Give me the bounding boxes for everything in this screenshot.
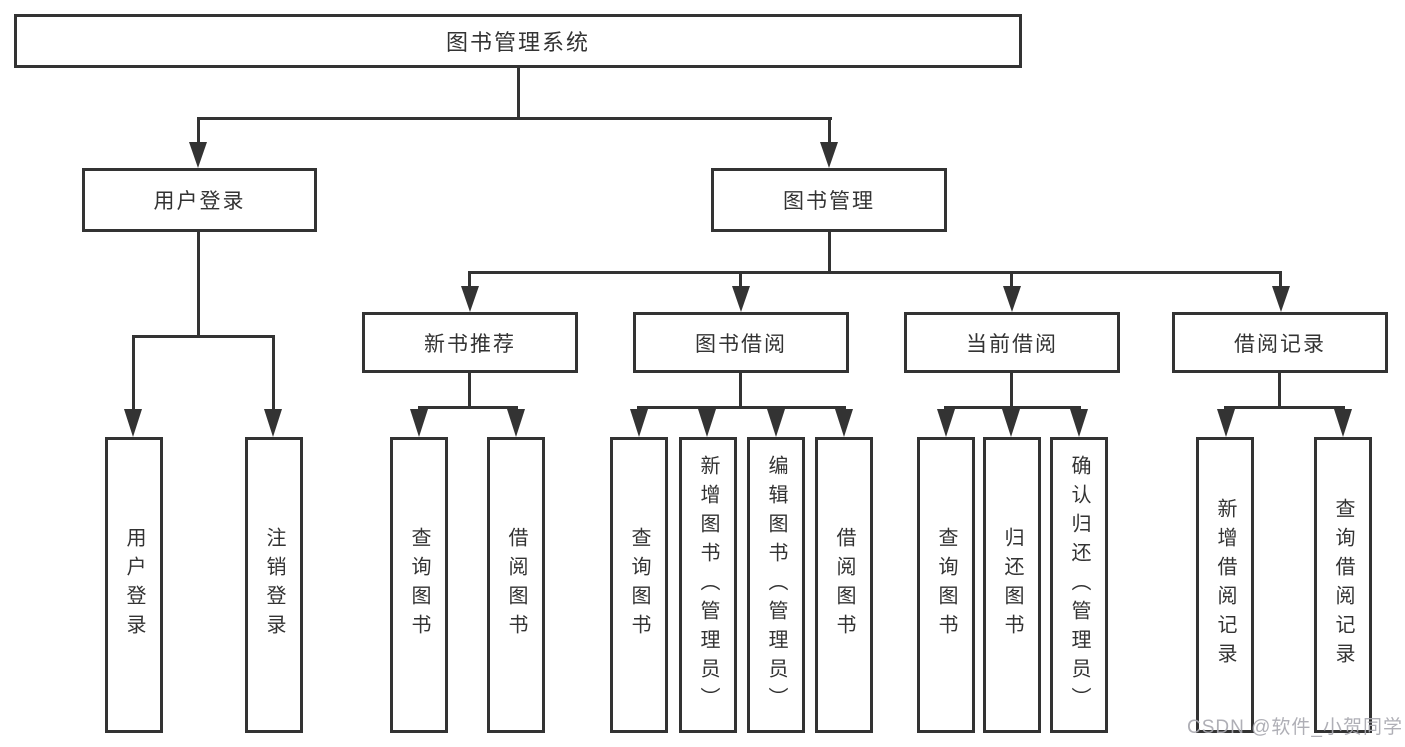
leaf-cb-query: 查询图书 [917, 437, 975, 733]
connector-new-book-drop [468, 271, 471, 287]
connector-user-login-rail [132, 335, 275, 338]
connector-new-book-stem [468, 373, 471, 409]
connector-book-borrow-stem [739, 373, 742, 409]
arrow-to-bb-borrow [835, 409, 853, 437]
arrow-to-bb-add [698, 409, 716, 437]
connector-book-borrow-rail [637, 406, 846, 409]
arrow-to-login-leaf [124, 409, 142, 437]
leaf-bb-add: 新增图书（管理员） [679, 437, 737, 733]
node-root-system: 图书管理系统 [14, 14, 1022, 68]
leaf-cb-return: 归还图书 [983, 437, 1041, 733]
arrow-to-borrow-records [1272, 286, 1290, 312]
arrow-to-cb-confirm [1070, 409, 1088, 437]
arrow-to-book-borrow [732, 286, 750, 312]
leaf-bb-edit: 编辑图书（管理员） [747, 437, 805, 733]
leaf-nb-query: 查询图书 [390, 437, 448, 733]
csdn-watermark: CSDN @软件_小贺同学 [1187, 717, 1403, 738]
arrow-to-cb-return [1002, 409, 1020, 437]
arrow-to-br-query [1334, 409, 1352, 437]
connector-login-leaf-drop [132, 335, 135, 413]
node-book-mgmt: 图书管理 [711, 168, 947, 232]
connector-level2-rail [197, 117, 832, 120]
arrow-to-cb-query [937, 409, 955, 437]
arrow-to-br-add [1217, 409, 1235, 437]
connector-user-login-stem [197, 232, 200, 338]
connector-root-stem [517, 68, 520, 119]
arrow-to-nb-query [410, 409, 428, 437]
arrow-to-bb-query [630, 409, 648, 437]
connector-level3-rail [468, 271, 1282, 274]
connector-borrow-records-stem [1278, 373, 1281, 409]
connector-logout-leaf-drop [272, 335, 275, 413]
connector-user-login-drop [197, 117, 200, 146]
connector-book-borrow-drop [739, 271, 742, 287]
connector-new-book-rail [418, 406, 518, 409]
leaf-nb-borrow: 借阅图书 [487, 437, 545, 733]
connector-book-mgmt-stem [828, 232, 831, 274]
arrow-to-logout-leaf [264, 409, 282, 437]
connector-current-borrow-drop [1010, 271, 1013, 287]
leaf-bb-query: 查询图书 [610, 437, 668, 733]
connector-current-borrow-stem [1010, 373, 1013, 409]
arrow-to-bb-edit [767, 409, 785, 437]
arrow-to-current-borrow [1003, 286, 1021, 312]
connector-borrow-records-rail [1224, 406, 1345, 409]
node-user-login: 用户登录 [82, 168, 317, 232]
connector-book-mgmt-drop [828, 117, 831, 146]
leaf-user-login: 用户登录 [105, 437, 163, 733]
leaf-br-query: 查询借阅记录 [1314, 437, 1372, 733]
arrow-to-user-login [189, 142, 207, 168]
leaf-bb-borrow: 借阅图书 [815, 437, 873, 733]
connector-borrow-records-drop [1279, 271, 1282, 287]
arrow-to-nb-borrow [507, 409, 525, 437]
connector-current-borrow-rail [944, 406, 1081, 409]
arrow-to-new-book [461, 286, 479, 312]
leaf-cb-confirm: 确认归还（管理员） [1050, 437, 1108, 733]
node-new-book-rec: 新书推荐 [362, 312, 578, 373]
arrow-to-book-mgmt [820, 142, 838, 168]
leaf-logout: 注销登录 [245, 437, 303, 733]
node-current-borrow: 当前借阅 [904, 312, 1120, 373]
leaf-br-add: 新增借阅记录 [1196, 437, 1254, 733]
node-borrow-records: 借阅记录 [1172, 312, 1388, 373]
node-book-borrow: 图书借阅 [633, 312, 849, 373]
